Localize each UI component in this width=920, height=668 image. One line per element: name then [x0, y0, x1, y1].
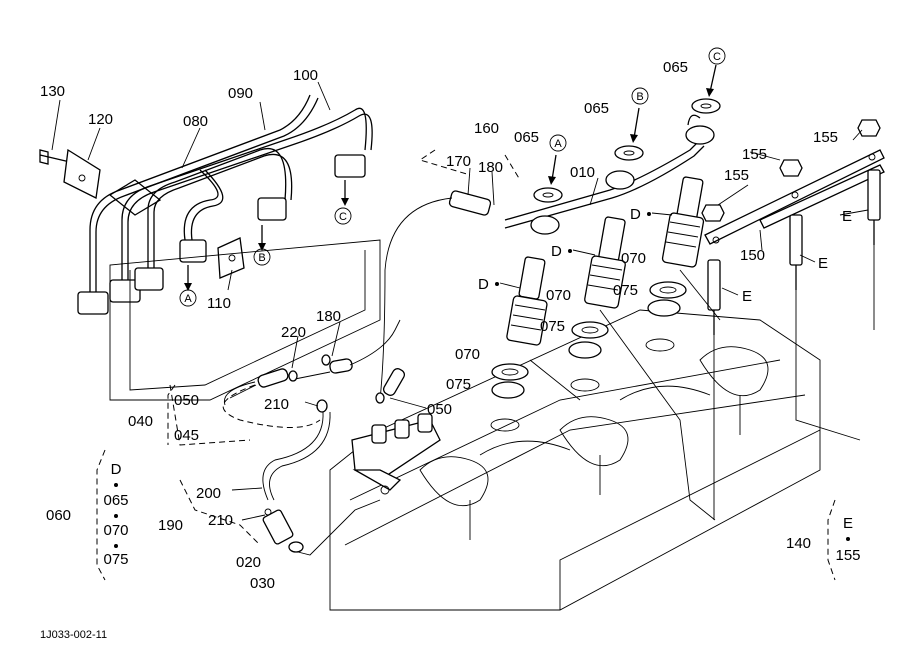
callout-080: 080	[183, 113, 208, 130]
callout-200: 200	[196, 485, 221, 502]
ref-letter-E2: E	[818, 255, 828, 272]
callout-155-c: 155	[724, 167, 749, 184]
callout-060: 060	[46, 507, 71, 524]
banjo-bolt-020	[262, 508, 294, 545]
svg-text:D: D	[111, 461, 122, 478]
clamp-120	[63, 148, 101, 199]
ref-letters: D D D E E E	[478, 206, 852, 305]
svg-text:065: 065	[103, 492, 128, 509]
callout-065-c: 065	[663, 59, 688, 76]
callout-065-b: 065	[584, 100, 609, 117]
callout-070-b: 070	[546, 287, 571, 304]
callout-050-right: 050	[427, 401, 452, 418]
nuts-155	[701, 119, 881, 222]
svg-text:A: A	[554, 138, 562, 150]
overflow-pipe-010	[504, 114, 715, 235]
callout-160: 160	[474, 120, 499, 137]
ref-letter-E3: E	[842, 208, 852, 225]
callout-120: 120	[88, 111, 113, 128]
callout-155-b: 155	[813, 129, 838, 146]
callout-050-left: 050	[174, 392, 199, 409]
circled-letter-B1: B	[253, 248, 271, 266]
callout-210-bottom: 210	[208, 512, 233, 529]
connection-arrows	[184, 64, 717, 291]
svg-text:B: B	[258, 252, 265, 264]
leader-020-030	[297, 499, 381, 556]
callout-150: 150	[740, 247, 765, 264]
callout-170: 170	[446, 153, 471, 170]
circled-letter-B2: B	[631, 87, 649, 105]
callout-090: 090	[228, 85, 253, 102]
callout-labels: 130 120 080 090 100 110 160 170 180 065 …	[40, 59, 838, 592]
svg-text:A: A	[184, 293, 192, 305]
circled-letter-A1: A	[179, 289, 197, 307]
callout-180-mid: 180	[316, 308, 341, 325]
svg-text:E: E	[843, 515, 853, 532]
svg-text:C: C	[339, 211, 347, 223]
callout-010: 010	[570, 164, 595, 181]
leader-lines	[529, 245, 875, 521]
group-140-list: E 155	[835, 515, 860, 564]
svg-text:075: 075	[103, 551, 128, 568]
circled-letter-C2: C	[708, 47, 726, 65]
ref-letter-D3: D	[630, 206, 641, 223]
callout-210-top: 210	[264, 396, 289, 413]
fuel-feed-pump	[351, 413, 441, 495]
callout-190: 190	[158, 517, 183, 534]
callout-110: 110	[207, 295, 231, 312]
callout-leaders	[51, 81, 869, 521]
figure-id: 1J033-002-11	[40, 629, 107, 641]
callout-040: 040	[128, 413, 153, 430]
ref-letter-D1: D	[478, 276, 489, 293]
clamp-110	[217, 237, 245, 279]
group-040-dash	[169, 384, 321, 446]
callout-030: 030	[250, 575, 275, 592]
svg-text:155: 155	[835, 547, 860, 564]
callout-220: 220	[281, 324, 306, 341]
glow-plugs	[707, 169, 881, 335]
group-060-list: D 065 070 075	[103, 461, 128, 568]
callout-070-a: 070	[455, 346, 480, 363]
injection-pipes-group	[77, 94, 373, 315]
callout-075-a: 075	[446, 376, 471, 393]
callout-155-a: 155	[742, 146, 767, 163]
callout-070-c: 070	[621, 250, 646, 267]
washer-030	[288, 541, 304, 553]
fuel-hoses	[223, 319, 406, 501]
washers-065	[533, 98, 721, 203]
callout-180-top: 180	[478, 159, 503, 176]
svg-text:C: C	[713, 51, 721, 63]
svg-text:B: B	[636, 91, 643, 103]
callout-075-c: 075	[613, 282, 638, 299]
callout-075-b: 075	[540, 318, 565, 335]
callout-100: 100	[293, 67, 318, 84]
callout-130: 130	[40, 83, 65, 100]
callout-045: 045	[174, 427, 199, 444]
callout-065-a: 065	[514, 129, 539, 146]
fuel-return-box-outline	[109, 239, 381, 401]
callout-140: 140	[786, 535, 811, 552]
injector-nozzles	[506, 176, 705, 346]
ref-letter-E1: E	[742, 288, 752, 305]
svg-text:070: 070	[103, 522, 128, 539]
circled-letter-C1: C	[334, 207, 352, 225]
ref-letter-D2: D	[551, 243, 562, 260]
return-hose-170	[379, 190, 492, 401]
glow-plug-lead-150	[704, 149, 885, 245]
callout-020: 020	[236, 554, 261, 571]
dashed-brackets	[96, 149, 836, 581]
circled-letter-A2: A	[549, 134, 567, 152]
bolt-130	[39, 149, 71, 165]
nozzle-gaskets	[491, 281, 687, 399]
